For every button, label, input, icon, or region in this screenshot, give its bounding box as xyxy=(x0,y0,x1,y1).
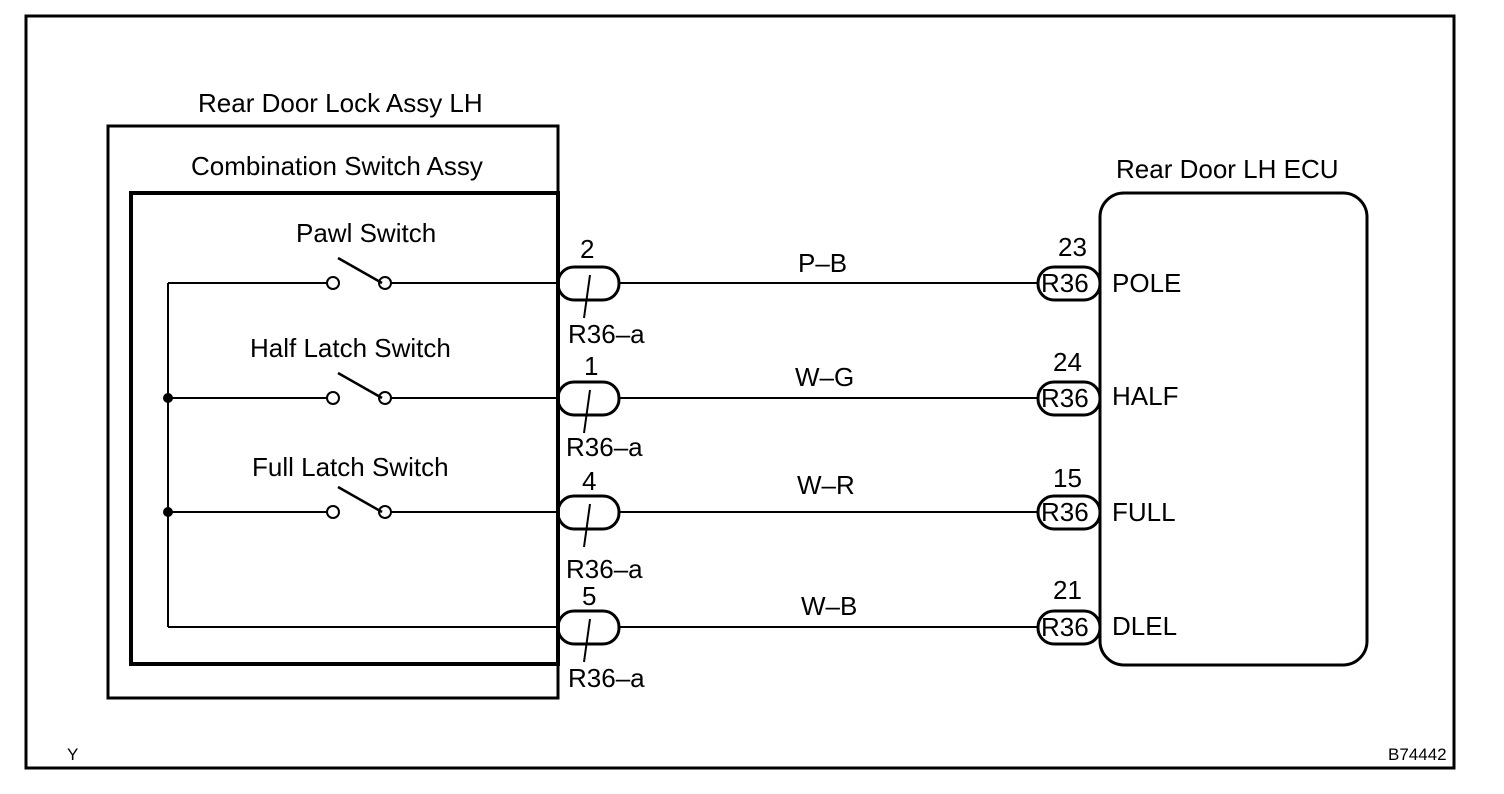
circuit-dlel xyxy=(556,609,1102,663)
right-connector-label: R36 xyxy=(1041,497,1089,527)
right-connector xyxy=(1036,609,1102,646)
left-connector-label: R36–a xyxy=(566,554,643,584)
circuit-full xyxy=(556,494,1102,548)
right-connector xyxy=(1036,380,1102,417)
circuit-pole xyxy=(556,265,1102,319)
half-latch-switch xyxy=(168,371,558,405)
circuit-half xyxy=(556,380,1102,434)
right-pin-number: 15 xyxy=(1053,463,1082,493)
left-pin-number: 4 xyxy=(582,466,596,496)
pawl-switch-label: Pawl Switch xyxy=(296,218,436,248)
ecu-terminal: POLE xyxy=(1112,268,1181,298)
lock-assy-title: Rear Door Lock Assy LH xyxy=(198,88,483,118)
wire-color: W–R xyxy=(797,470,855,500)
right-pin-number: 21 xyxy=(1053,575,1082,605)
ecu-terminal: HALF xyxy=(1112,381,1178,411)
ecu-box xyxy=(1098,191,1369,667)
footer-left-mark: Y xyxy=(67,745,78,764)
right-pin-number: 24 xyxy=(1053,347,1082,377)
full-latch-switch-label: Full Latch Switch xyxy=(252,452,449,482)
wire-color: P–B xyxy=(798,248,847,278)
right-connector-label: R36 xyxy=(1041,383,1089,413)
wire-color: W–B xyxy=(801,591,857,621)
right-pin-number: 23 xyxy=(1058,232,1087,262)
right-connector-label: R36 xyxy=(1041,268,1089,298)
switch-assy-title: Combination Switch Assy xyxy=(191,151,483,181)
left-connector-label: R36–a xyxy=(566,432,643,462)
left-pin-number: 5 xyxy=(582,581,596,611)
full-latch-switch xyxy=(168,485,558,519)
left-pin-number: 2 xyxy=(580,234,594,264)
right-connector xyxy=(1036,494,1102,531)
half-latch-switch-label: Half Latch Switch xyxy=(250,333,451,363)
diagram-frame xyxy=(24,14,1456,770)
lock-assy-box xyxy=(106,124,560,700)
left-connector-label: R36–a xyxy=(568,319,645,349)
pawl-switch xyxy=(168,256,558,290)
right-connector xyxy=(1036,265,1102,302)
ecu-terminal: FULL xyxy=(1112,497,1176,527)
left-connector-label: R36–a xyxy=(568,663,645,693)
left-pin-number: 1 xyxy=(584,351,598,381)
ecu-title: Rear Door LH ECU xyxy=(1116,154,1339,184)
ecu-terminal: DLEL xyxy=(1112,611,1177,641)
switch-assy-box xyxy=(129,191,560,666)
right-connector-label: R36 xyxy=(1041,612,1089,642)
wire-color: W–G xyxy=(795,362,854,392)
figure-code: B74442 xyxy=(1388,745,1447,764)
